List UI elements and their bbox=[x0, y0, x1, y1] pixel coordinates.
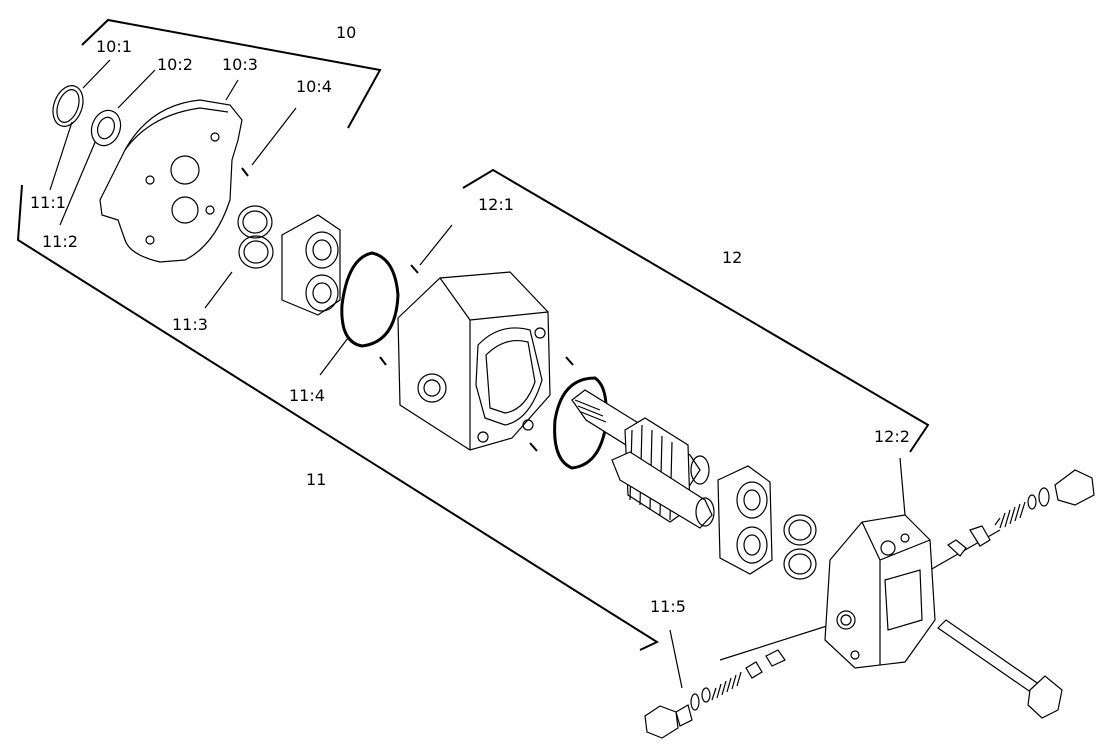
relief-valve-upper bbox=[947, 469, 1095, 557]
shaft-seal-10-2 bbox=[90, 109, 122, 147]
callout-10: 10 bbox=[336, 23, 356, 42]
callout-10-3: 10:3 bbox=[222, 55, 258, 74]
long-bolt bbox=[937, 619, 1063, 719]
dowel-pin-10-4 bbox=[241, 167, 249, 177]
bracket-11 bbox=[16, 184, 660, 651]
bracket-12 bbox=[462, 168, 930, 453]
callout-11-4: 11:4 bbox=[289, 386, 325, 405]
seal-plate-11-3 bbox=[237, 205, 274, 269]
callout-10-1: 10:1 bbox=[96, 37, 132, 56]
callout-12-1: 12:1 bbox=[478, 195, 514, 214]
seal-plate-right bbox=[783, 514, 817, 580]
callout-10-2: 10:2 bbox=[157, 55, 193, 74]
dowel-pins-12-1 bbox=[379, 264, 574, 452]
leader-lines bbox=[49, 59, 1001, 689]
retaining-ring-10-1 bbox=[52, 85, 84, 127]
drive-gear-shaft bbox=[571, 389, 715, 529]
gear-housing-body bbox=[397, 271, 551, 451]
callout-11: 11 bbox=[306, 470, 326, 489]
relief-valve-lower-11-5 bbox=[644, 649, 786, 739]
callout-11-3: 11:3 bbox=[172, 315, 208, 334]
o-ring-11-4 bbox=[340, 251, 400, 348]
callout-12-2: 12:2 bbox=[874, 427, 910, 446]
callout-11-2: 11:2 bbox=[42, 232, 78, 251]
callout-10-4: 10:4 bbox=[296, 77, 332, 96]
bushing-block-right bbox=[717, 465, 773, 575]
end-cover-12-2 bbox=[824, 514, 936, 669]
bushing-block-left bbox=[281, 214, 341, 316]
callout-11-5: 11:5 bbox=[650, 597, 686, 616]
callout-12: 12 bbox=[722, 248, 742, 267]
callout-11-1: 11:1 bbox=[30, 193, 66, 212]
bracket-10 bbox=[81, 18, 382, 129]
mounting-flange-10-3 bbox=[99, 99, 243, 263]
